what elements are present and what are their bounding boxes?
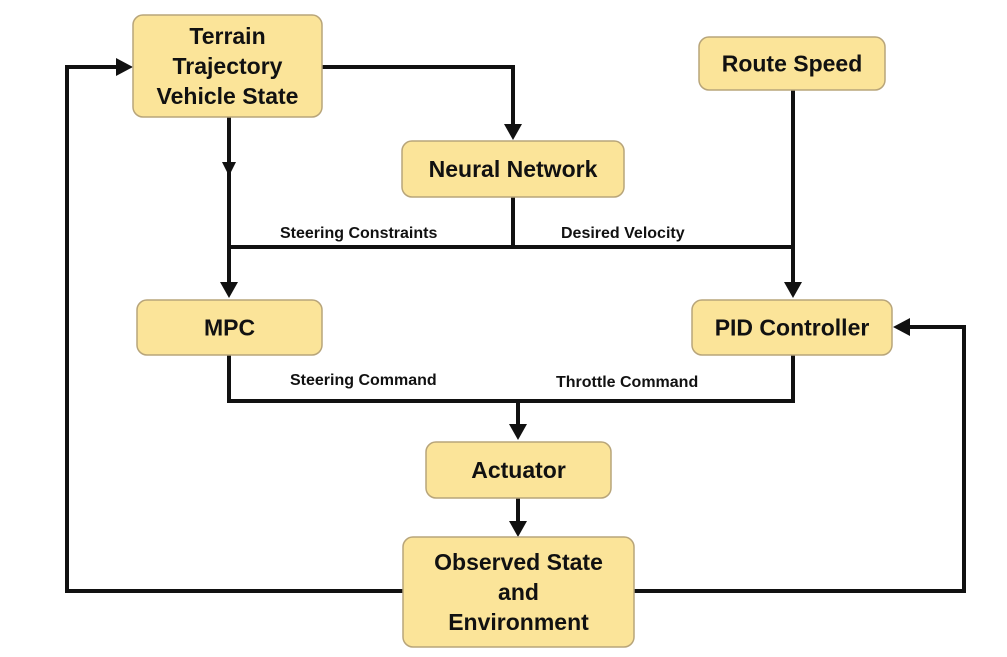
feedback-right-arrowhead — [893, 318, 910, 336]
pid-box — [691, 299, 893, 356]
observed-box — [402, 536, 635, 648]
terrain-label-line-2: Trajectory — [173, 53, 283, 79]
actuator-box — [425, 441, 612, 499]
steering-constraints-label: Steering Constraints — [280, 225, 437, 242]
terrain-to-mpc-arrowhead — [220, 282, 238, 298]
actuator-label-line-1: Actuator — [471, 457, 566, 483]
feedback-right-connector — [634, 325, 966, 593]
neural-network-node: Neural Network — [401, 140, 625, 198]
mpc-box — [136, 299, 323, 356]
observed-label-line-1: Observed State — [434, 549, 603, 575]
throttle-command-label: Throttle Command — [556, 374, 698, 391]
steering-command-label: Steering Command — [290, 372, 437, 389]
feedback-left-connector — [65, 65, 403, 593]
feedback-left-arrowhead — [116, 58, 133, 76]
bus-to-actuator-arrowhead — [509, 424, 527, 440]
terrain-box — [132, 14, 323, 118]
route-speed-label-line-1: Route Speed — [722, 51, 863, 77]
edge-labels: Steering Constraints Desired Velocity St… — [280, 225, 698, 391]
terrain-to-neural-arrowhead — [504, 124, 522, 140]
pid-label-line-1: PID Controller — [715, 315, 870, 341]
terrain-mid-chevron-icon — [222, 162, 236, 176]
observed-label-line-2: and — [498, 579, 539, 605]
route-speed-node: Route Speed — [698, 36, 886, 91]
observed-label-line-3: Environment — [448, 609, 589, 635]
connectors — [65, 58, 966, 593]
terrain-label-line-1: Terrain — [189, 23, 265, 49]
actuator-node: Actuator — [425, 441, 612, 499]
actuator-to-observed-arrowhead — [509, 521, 527, 537]
neural-network-label-line-1: Neural Network — [429, 156, 598, 182]
terrain-label-line-3: Vehicle State — [157, 83, 299, 109]
mpc-label-line-1: MPC — [204, 315, 255, 341]
route-speed-box — [698, 36, 886, 91]
neural-network-box — [401, 140, 625, 198]
route-speed-to-pid-arrowhead — [784, 282, 802, 298]
mpc-node: MPC — [136, 299, 323, 356]
mpc-to-actuator-connector — [227, 355, 795, 403]
terrain-to-neural-connector — [322, 65, 515, 126]
desired-velocity-label: Desired Velocity — [561, 225, 685, 242]
pid-controller-node: PID Controller — [691, 299, 893, 356]
